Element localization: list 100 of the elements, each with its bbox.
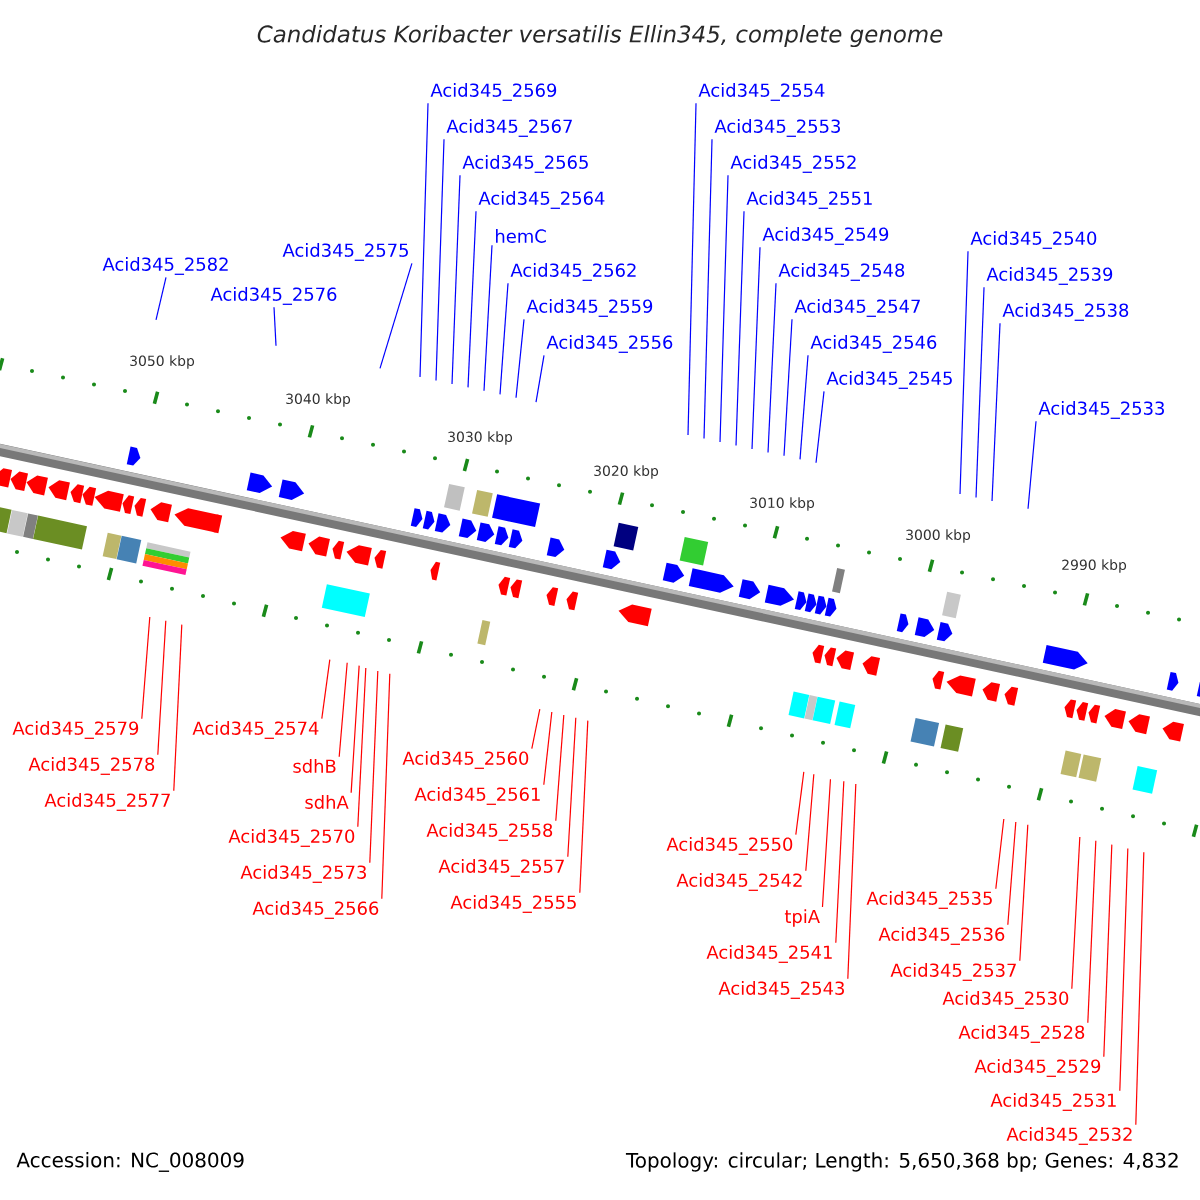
gene-label: Acid345_2542: [676, 873, 802, 891]
leader-line: [515, 318, 525, 399]
gene-label: Acid345_2540: [970, 231, 1097, 249]
leader-line: [321, 659, 331, 720]
leader-line: [543, 711, 553, 786]
gene-label: Acid345_2577: [44, 793, 170, 811]
leader-line: [483, 244, 493, 392]
gene-label: Acid345_2552: [730, 155, 856, 173]
leader-line: [157, 620, 167, 756]
leader-line: [579, 720, 589, 894]
leader-line: [1019, 824, 1029, 962]
leader-line: [435, 138, 445, 381]
gene-label: Acid345_2536: [878, 927, 1005, 945]
gene-label: Acid345_2575: [282, 243, 408, 261]
leader-line: [531, 708, 541, 750]
leader-line: [687, 102, 697, 436]
leader-line: [451, 174, 461, 385]
leader-line: [1135, 851, 1145, 1126]
gene-label: Acid345_2573: [240, 865, 366, 883]
leader-line: [535, 354, 545, 403]
gene-label: Acid345_2547: [794, 299, 920, 317]
leader-line: [357, 667, 367, 828]
gene-label: Acid345_2533: [1038, 401, 1164, 419]
gene-label: Acid345_2558: [426, 823, 553, 841]
leader-line: [751, 246, 761, 450]
gene-label: Acid345_2530: [942, 991, 1069, 1009]
gene-label: Acid345_2551: [746, 191, 872, 209]
gene-label: Acid345_2555: [450, 895, 576, 913]
gene-label: Acid345_2564: [478, 191, 605, 209]
leader-line: [735, 210, 745, 446]
leader-line: [173, 624, 183, 792]
leader-line: [499, 282, 509, 395]
gene-label: sdhB: [293, 759, 336, 773]
leader-line: [815, 390, 825, 464]
leader-line: [1071, 836, 1081, 990]
gene-label: hemC: [496, 229, 546, 243]
leader-line: [273, 306, 277, 347]
leader-line: [703, 138, 713, 440]
gene-label: Acid345_2548: [778, 263, 905, 281]
gene-label: Acid345_2562: [510, 263, 636, 281]
leader-line: [350, 665, 360, 794]
gene-label: Acid345_2531: [990, 1093, 1116, 1111]
gene-label: Acid345_2579: [12, 721, 139, 739]
gene-label: Acid345_2576: [210, 287, 337, 305]
leader-line: [835, 780, 845, 944]
gene-label: Acid345_2565: [462, 155, 588, 173]
leader-line: [847, 783, 857, 980]
title: Candidatus Koribacter versatilis Ellin345, complete genome: [257, 24, 943, 48]
leader-line: [567, 717, 577, 858]
leader-line: [467, 210, 477, 388]
gene-label: tpiA: [784, 909, 820, 927]
leader-line: [338, 662, 348, 758]
leader-line: [991, 322, 1001, 502]
leader-line: [975, 286, 985, 498]
leader-line: [959, 250, 969, 495]
gene-label: Acid345_2535: [866, 891, 992, 909]
leader-line: [1087, 840, 1097, 1024]
gene-label: Acid345_2537: [890, 963, 1016, 981]
leader-line: [379, 262, 413, 369]
gene-label: Acid345_2556: [546, 335, 673, 353]
gene-label: Acid345_2557: [438, 859, 564, 877]
gene-label: Acid345_2554: [698, 83, 825, 101]
leader-line: [821, 778, 832, 908]
gene-label: sdhA: [305, 795, 349, 809]
gene-label: Acid345_2570: [228, 829, 355, 847]
leader-line: [155, 276, 167, 321]
footer-text: Accession: NC_008009: [16, 1152, 244, 1172]
gene-label: Acid345_2578: [28, 757, 155, 775]
footer-text: Topology: circular; Length: 5,650,368 bp; Genes: 4,832: [625, 1152, 1178, 1172]
gene-label: Acid345_2538: [1002, 303, 1129, 321]
gene-label: Acid345_2567: [446, 119, 572, 137]
leader-line: [381, 673, 391, 900]
gene-label: Acid345_2553: [714, 119, 840, 137]
gene-label: Acid345_2532: [1006, 1127, 1132, 1145]
leader-line: [1119, 847, 1129, 1092]
gene-label: Acid345_2560: [402, 751, 529, 769]
gene-label: Acid345_2546: [810, 335, 937, 353]
gene-label: Acid345_2582: [102, 257, 228, 275]
leader-line: [419, 102, 429, 378]
gene-label: Acid345_2529: [974, 1059, 1101, 1077]
leader-line: [783, 318, 793, 457]
gene-label: Acid345_2550: [666, 837, 793, 855]
gene-label: Acid345_2566: [252, 901, 379, 919]
gene-label: Acid345_2539: [986, 267, 1113, 285]
leader-line: [799, 354, 809, 460]
gene-label: Acid345_2559: [526, 299, 653, 317]
leader-line: [1007, 821, 1017, 926]
gene-label: Acid345_2528: [958, 1025, 1085, 1043]
leader-line: [805, 773, 815, 872]
gene-label: Acid345_2561: [414, 787, 540, 805]
leader-line: [1027, 420, 1037, 510]
leader-line: [795, 771, 805, 836]
gene-label: Acid345_2549: [762, 227, 889, 245]
leader-line: [995, 818, 1005, 890]
gene-label: Acid345_2569: [430, 83, 557, 101]
gene-label: Acid345_2541: [706, 945, 832, 963]
leader-line: [767, 282, 777, 453]
gene-label: Acid345_2574: [192, 721, 319, 739]
leader-line: [369, 670, 379, 864]
leader-line: [555, 714, 565, 822]
